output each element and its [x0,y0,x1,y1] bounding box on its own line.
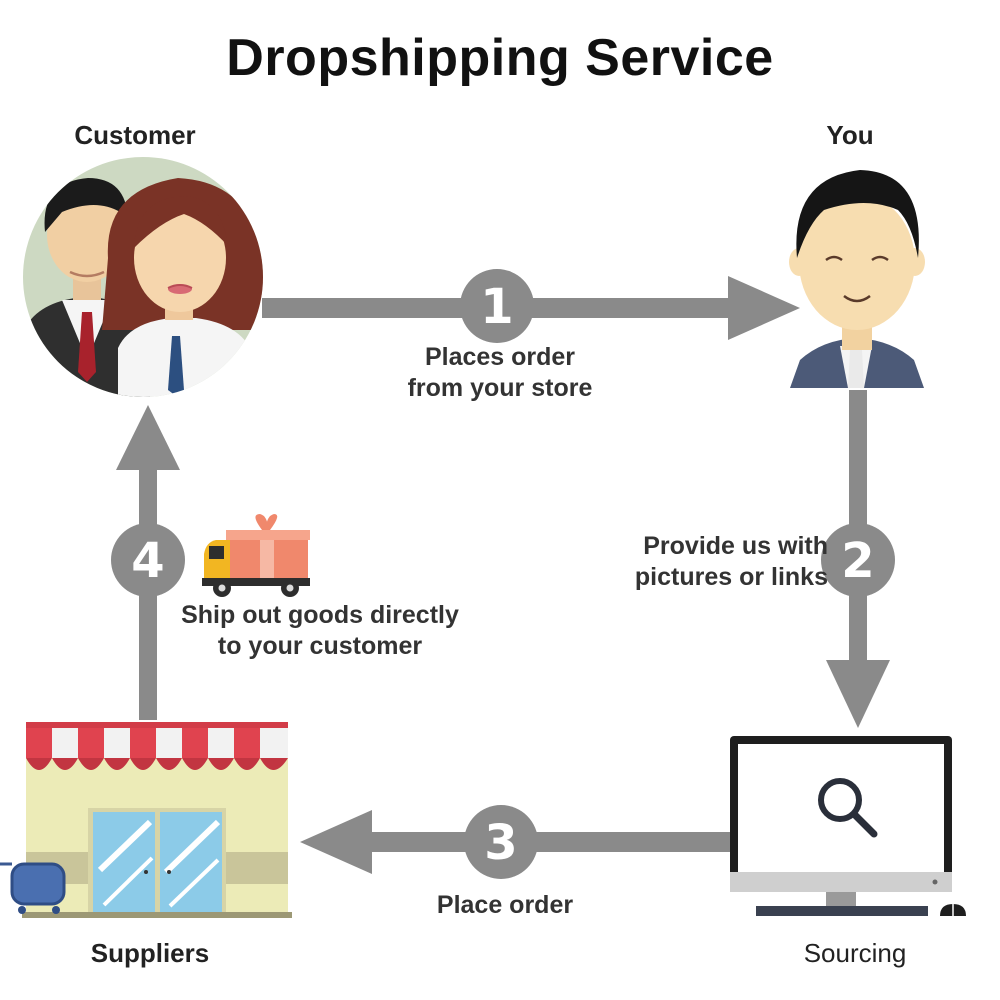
search-icon [818,778,878,838]
step-badge-3: 3 [464,805,538,879]
cart-icon [0,862,66,914]
step-1-label-line-2: from your store [407,374,593,402]
page-title: Dropshipping Service [226,29,774,87]
woman-figure [102,178,263,397]
step-2-label: Provide us with pictures or links [600,531,828,593]
step-4-label: Ship out goods directly to your customer [160,600,480,662]
node-label-customer: Customer [74,120,196,150]
step-badge-2: 2 [821,523,895,597]
step-number-2: 2 [841,533,874,589]
monitor-icon [730,736,966,916]
step-4-label-line-2: to your customer [217,632,423,660]
step-badge-1: 1 [460,269,534,343]
step-4-label-line-1: Ship out goods directly [181,601,459,629]
mouse-icon [940,904,966,916]
store-icon [0,722,292,918]
store-awning [26,722,288,770]
step-badge-4: 4 [111,523,185,597]
step-3-label-line-1: Place order [436,891,574,919]
step-3-label: Place order [400,890,610,921]
step-number-3: 3 [484,815,517,871]
step-number-4: 4 [131,533,164,589]
you-avatar [789,170,925,388]
step-1-label: Places order from your store [370,342,630,404]
arrow-step-3 [300,810,732,874]
delivery-truck-icon [202,514,310,597]
step-2-label-line-1: Provide us with [643,532,828,560]
customer-avatar [23,157,263,397]
node-label-you: You [826,120,874,150]
node-label-suppliers: Suppliers [90,938,210,968]
node-label-sourcing: Sourcing [803,938,907,968]
step-1-label-line-1: Places order [424,343,576,371]
step-2-label-line-2: pictures or links [634,563,828,591]
step-number-1: 1 [480,279,513,335]
